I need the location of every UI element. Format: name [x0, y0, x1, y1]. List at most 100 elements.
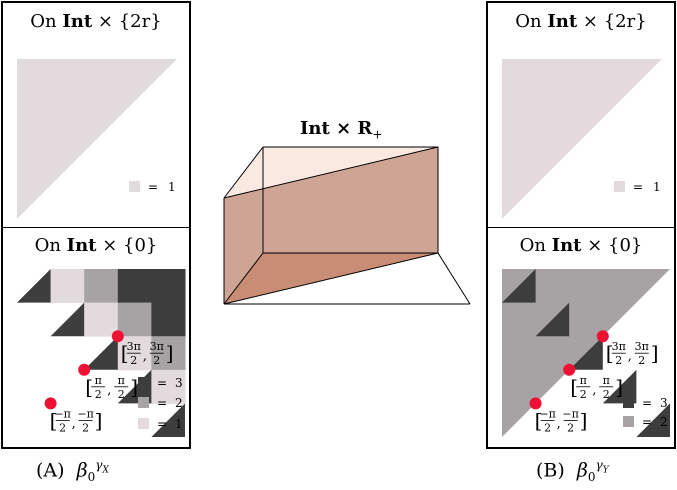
panel-a-diagrams: =1[3π2,3π2][π2,π2][−π2,−π2]=3=2=1 — [17, 59, 186, 437]
panel-b-point-0 — [596, 330, 609, 343]
panel-b-label-den1: 2 — [544, 421, 551, 434]
panel-b-point-2 — [529, 397, 542, 410]
panel-a-cell — [151, 269, 186, 304]
prism-edge-1 — [223, 146, 264, 199]
caption-b: (B) β0γY — [536, 458, 609, 485]
panel-b-label-bracket-right: ] — [615, 375, 623, 399]
panel-b-staircase — [502, 269, 670, 437]
panel-b-label-den1: 2 — [615, 354, 622, 367]
panel-a-cell — [84, 269, 119, 304]
panel-b-label-num2: π — [603, 374, 610, 387]
panel-b-label-bracket-left: [ — [535, 408, 543, 432]
panel-a-label-den1: 2 — [59, 421, 66, 434]
panel-a-label-num1: π — [95, 374, 102, 387]
panel-b-label-bracket-left: [ — [606, 341, 614, 365]
panel-b-legend-value-2: 2 — [660, 415, 668, 429]
panel-a-legend-swatch-2 — [138, 397, 149, 408]
panel-b-label-num2: 3π — [635, 340, 649, 353]
panel-a-label-bracket-left: [ — [121, 341, 129, 365]
panel-b-label-den2: 2 — [603, 388, 610, 401]
panel-a-diagonal-cell — [151, 403, 185, 437]
panel-b-top-title: On Int × {2r} — [515, 11, 647, 32]
panel-a-label-comma: , — [107, 383, 111, 398]
panel-a-legend-eq-3: = — [157, 376, 167, 390]
panel-a-label-num1: 3π — [127, 340, 141, 353]
panel-a-label-bracket-right: ] — [130, 375, 138, 399]
caption-a: (A) β0γX — [36, 458, 109, 485]
panel-b-divider — [488, 227, 674, 228]
panel-b-top-legend-eq: = — [633, 180, 643, 194]
panel-a-cell — [50, 269, 85, 304]
panel-a-label-bracket-right: ] — [166, 341, 174, 365]
panel-a-label-den1: 2 — [95, 388, 102, 401]
prism-diagram — [223, 146, 471, 305]
panel-b-legend-swatch-2 — [623, 416, 634, 427]
panel-a-top-legend-eq: = — [148, 180, 158, 194]
panel-a-legend-eq-1: = — [157, 417, 167, 431]
panel-b-label-comma: , — [592, 383, 596, 398]
panel-a-label-comma: , — [72, 416, 76, 431]
panel-a-label-bracket-right: ] — [95, 408, 103, 432]
panel-a-label-num2: 3π — [150, 340, 164, 353]
panel-b-label-num1: −π — [539, 407, 555, 420]
panel-b-legend-eq-3: = — [642, 396, 652, 410]
panel-b-label-bracket-left: [ — [570, 375, 578, 399]
panel-b-label-num1: π — [580, 374, 587, 387]
panel-a-top-legend-swatch — [129, 181, 140, 192]
prism-edge-7 — [223, 252, 439, 305]
panel-a-label-num1: −π — [54, 407, 70, 420]
panel-a-diagonal-cell — [84, 336, 118, 370]
panel-a-legend-swatch-1 — [138, 418, 149, 429]
prism-edge-8 — [223, 252, 264, 305]
panel-b-bottom-title: On Int × {0} — [519, 235, 643, 256]
panel-a-label-bracket-left: [ — [50, 408, 58, 432]
panel-a-label-den2: 2 — [118, 388, 125, 401]
panel-a-legend-value-2: 2 — [175, 396, 183, 410]
panel-a-legend-eq-2: = — [157, 396, 167, 410]
panel-b-point-1 — [563, 363, 576, 376]
panel-a-label-den2: 2 — [153, 354, 160, 367]
panel-b-legend-value-3: 3 — [660, 396, 668, 410]
panel-a-point-1 — [78, 363, 91, 376]
panel-a-label-den2: 2 — [82, 421, 89, 434]
panel-a-label-num2: −π — [77, 407, 93, 420]
panel-a-legend-value-1: 1 — [175, 417, 183, 431]
panel-b-label-comma: , — [557, 416, 561, 431]
panel-a-bottom-title: On Int × {0} — [34, 235, 158, 256]
center-title: Int × R+ — [300, 118, 383, 142]
panel-a-cell — [151, 302, 186, 337]
panel-a-label-comma: , — [143, 349, 147, 364]
panel-a-cell — [151, 369, 186, 404]
panel-a-top-triangle — [17, 59, 177, 219]
panel-a-diagonal-cell — [50, 302, 85, 337]
prism-edge-2 — [223, 146, 439, 199]
panel-b-top-triangle — [502, 59, 662, 219]
panel-a-label-num2: π — [118, 374, 125, 387]
panel-b-diagrams: =1[3π2,3π2][π2,π2][−π2,−π2]=3=2 — [502, 59, 670, 437]
panel-a-legend-swatch-3 — [138, 377, 149, 388]
panel-a-cell — [117, 302, 152, 337]
panel-b-diagonal-cell — [502, 269, 536, 303]
prism-edge-9 — [437, 252, 471, 305]
panel-b-label-num2: −π — [562, 407, 578, 420]
panel-b-label-den1: 2 — [580, 388, 587, 401]
panel-a-point-0 — [111, 330, 124, 343]
panel-b-label-num1: 3π — [612, 340, 626, 353]
panel-b-label-bracket-right: ] — [651, 341, 659, 365]
panel-b-label-den2: 2 — [567, 421, 574, 434]
panel-b-label-bracket-right: ] — [580, 408, 588, 432]
panel-b-legend-eq-2: = — [642, 415, 652, 429]
panel-a-divider — [3, 227, 189, 228]
panel-a-top-title: On Int × {2r} — [30, 11, 162, 32]
panel-a-cell — [84, 302, 119, 337]
panel-a-label-den1: 2 — [130, 354, 137, 367]
panel-a-diagonal-cell — [17, 269, 51, 303]
panel-a-diagonal-cell — [117, 369, 152, 404]
panel-a-staircase — [17, 269, 186, 437]
panel-b-top-legend-swatch — [614, 181, 625, 192]
panel-a-legend-value-3: 3 — [175, 376, 183, 390]
panel-b-label-comma: , — [628, 349, 632, 364]
panel-b-diagonal-cell — [535, 302, 570, 337]
